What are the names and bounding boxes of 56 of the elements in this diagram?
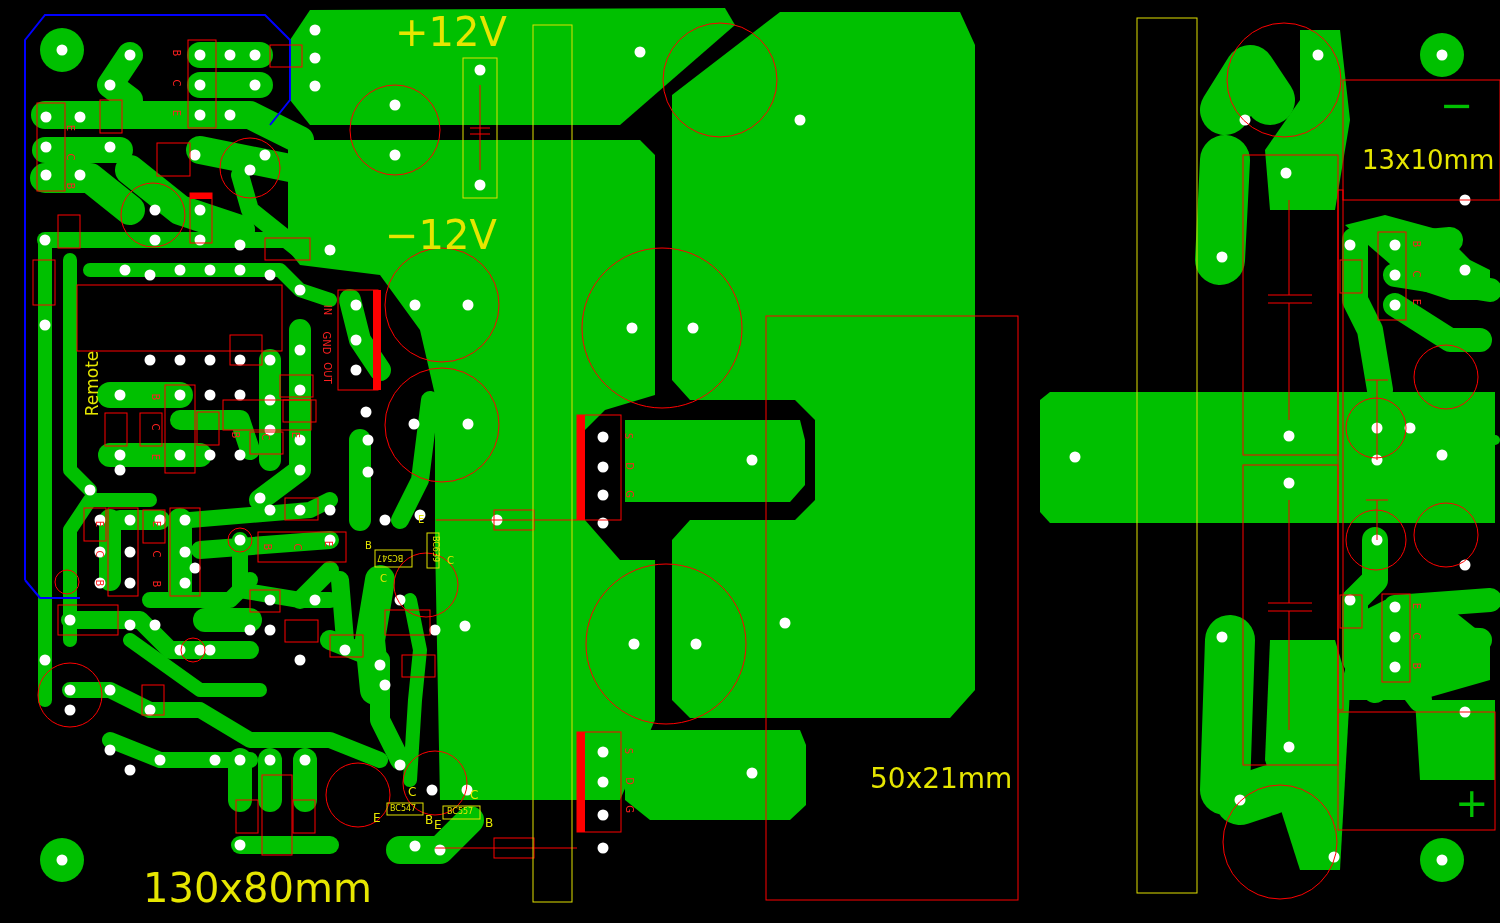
pin-label: C	[260, 433, 271, 441]
pin-label: E	[94, 520, 105, 528]
pin-label: D	[623, 777, 634, 785]
pin-label: C	[408, 786, 417, 798]
voltage-label: −12V	[385, 215, 497, 255]
pin-label: C	[470, 789, 479, 801]
pin-label: B	[230, 431, 241, 439]
part-label: BC639	[431, 535, 440, 563]
pin-label: B	[365, 541, 372, 551]
pin-label: B	[94, 579, 105, 587]
pin-label: S	[623, 432, 634, 440]
dimension-label: 13x10mm	[1362, 147, 1495, 173]
pin-label: C	[292, 543, 303, 551]
pin-label: C	[171, 79, 182, 87]
pin-label: E	[65, 124, 76, 132]
pin-label: B	[65, 182, 76, 190]
pin-label: C	[94, 550, 105, 558]
part-label: BC547	[377, 553, 404, 561]
pin-label: E	[1411, 602, 1422, 610]
voltage-label: +12V	[395, 12, 507, 52]
pin-label: E	[434, 819, 442, 831]
pin-label: B	[425, 814, 434, 826]
silkscreen-label: Remote	[84, 350, 102, 417]
pin-label: C	[380, 574, 387, 584]
dimension-label: 130x80mm	[143, 868, 372, 908]
pin-label: C	[150, 423, 161, 431]
pin-label: IN	[322, 304, 333, 316]
pin-label: OUT	[321, 362, 332, 384]
pin-label: C	[151, 550, 162, 558]
pin-label: E	[171, 109, 182, 117]
pin-label: S	[623, 747, 634, 755]
pin-label: B	[1411, 662, 1422, 670]
pin-label: E	[150, 453, 161, 461]
pin-label: D	[623, 462, 634, 470]
pin-label: B	[1411, 240, 1422, 248]
pin-label: E	[151, 520, 162, 528]
pin-label: E	[1411, 298, 1422, 306]
pin-label: C	[1411, 632, 1422, 640]
dimension-label: 50x21mm	[870, 765, 1013, 793]
pin-label: GND	[321, 331, 332, 355]
polarity-mark: −	[1440, 85, 1474, 125]
pin-label: C	[65, 153, 76, 161]
pin-label: E	[323, 540, 334, 548]
pin-label: B	[150, 393, 161, 401]
pin-label: B	[262, 543, 273, 551]
pin-label: C	[447, 556, 454, 566]
pin-label: G	[623, 490, 634, 498]
pin-label: B	[151, 580, 162, 588]
pin-label: E	[290, 431, 301, 439]
pin-label: E	[418, 515, 425, 525]
polarity-mark: +	[1455, 783, 1489, 823]
pin-label: G	[623, 805, 634, 813]
pin-label: B	[171, 49, 182, 57]
pin-label: B	[485, 817, 494, 829]
pin-label: C	[1411, 270, 1422, 278]
part-label: BC547	[390, 805, 417, 813]
